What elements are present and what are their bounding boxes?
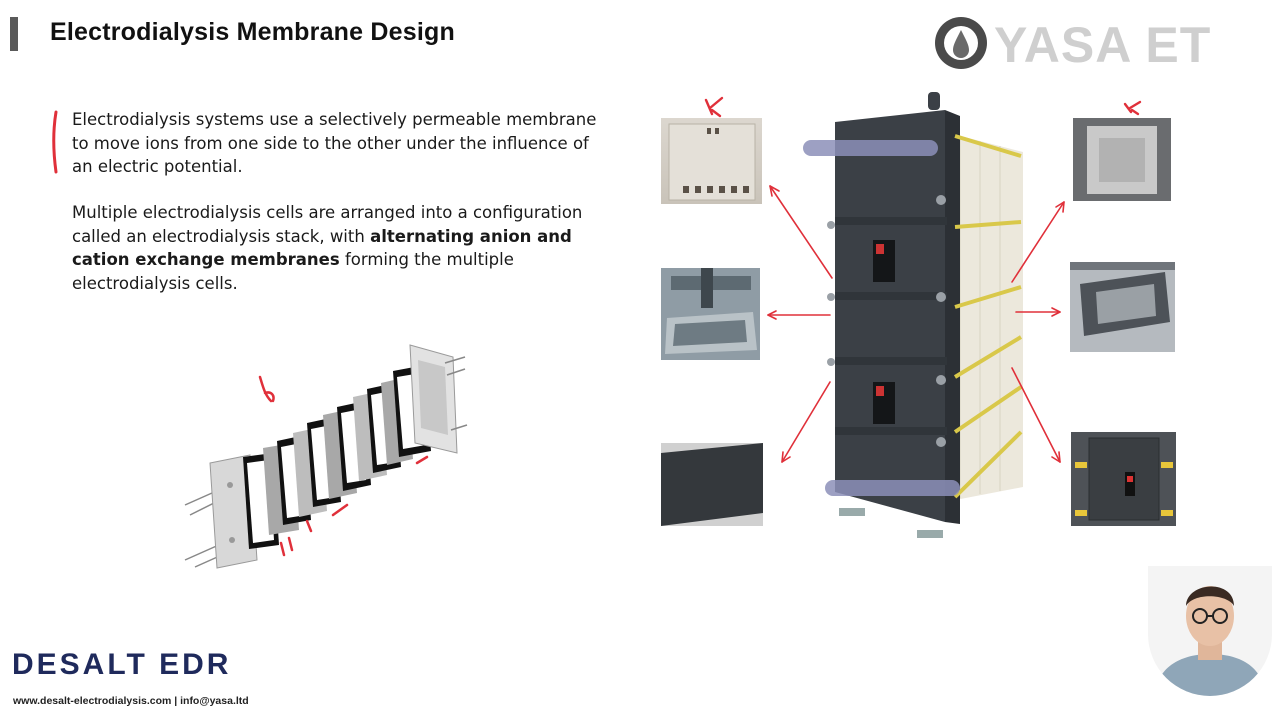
photo-spacer-gasket [1073,118,1171,201]
red-marks [258,375,429,557]
footer-brand: DESALT EDR [12,648,232,681]
stack-paragraph-end: forming the multiple electrodialysis cel… [72,250,514,293]
photo-frame-assembly [1070,262,1175,352]
photo-membrane-sheet [661,443,763,526]
presenter-video-icon [1148,566,1272,696]
title-accent-bar [10,17,18,51]
footer-contact: www.desalt-electrodialysis.com | info@ya… [13,695,249,707]
slide-title: Electrodialysis Membrane Design [50,18,455,46]
photo-electrode-plate [1071,432,1176,526]
photo-cnc-machine [661,268,760,360]
stack-paragraph: Multiple electrodialysis cells are arran… [72,201,612,295]
outlet-pipes [444,356,468,431]
emphasis-text: alternating anion and cation exchange me… [72,226,572,270]
photo-end-plate [661,118,762,204]
stack-paragraph-text: Multiple electrodialysis cells are arran… [72,203,583,246]
electrodialysis-stack-photo [803,92,1023,538]
yasa-logo: YASA ET [930,14,1270,73]
water-drop-icon [935,17,987,69]
exploded-stack-diagram [184,344,468,569]
annotation-stroke [52,110,58,174]
logo-wordmark: YASA ET [994,17,1212,73]
intro-paragraph: Electrodialysis systems use a selectivel… [72,110,597,176]
